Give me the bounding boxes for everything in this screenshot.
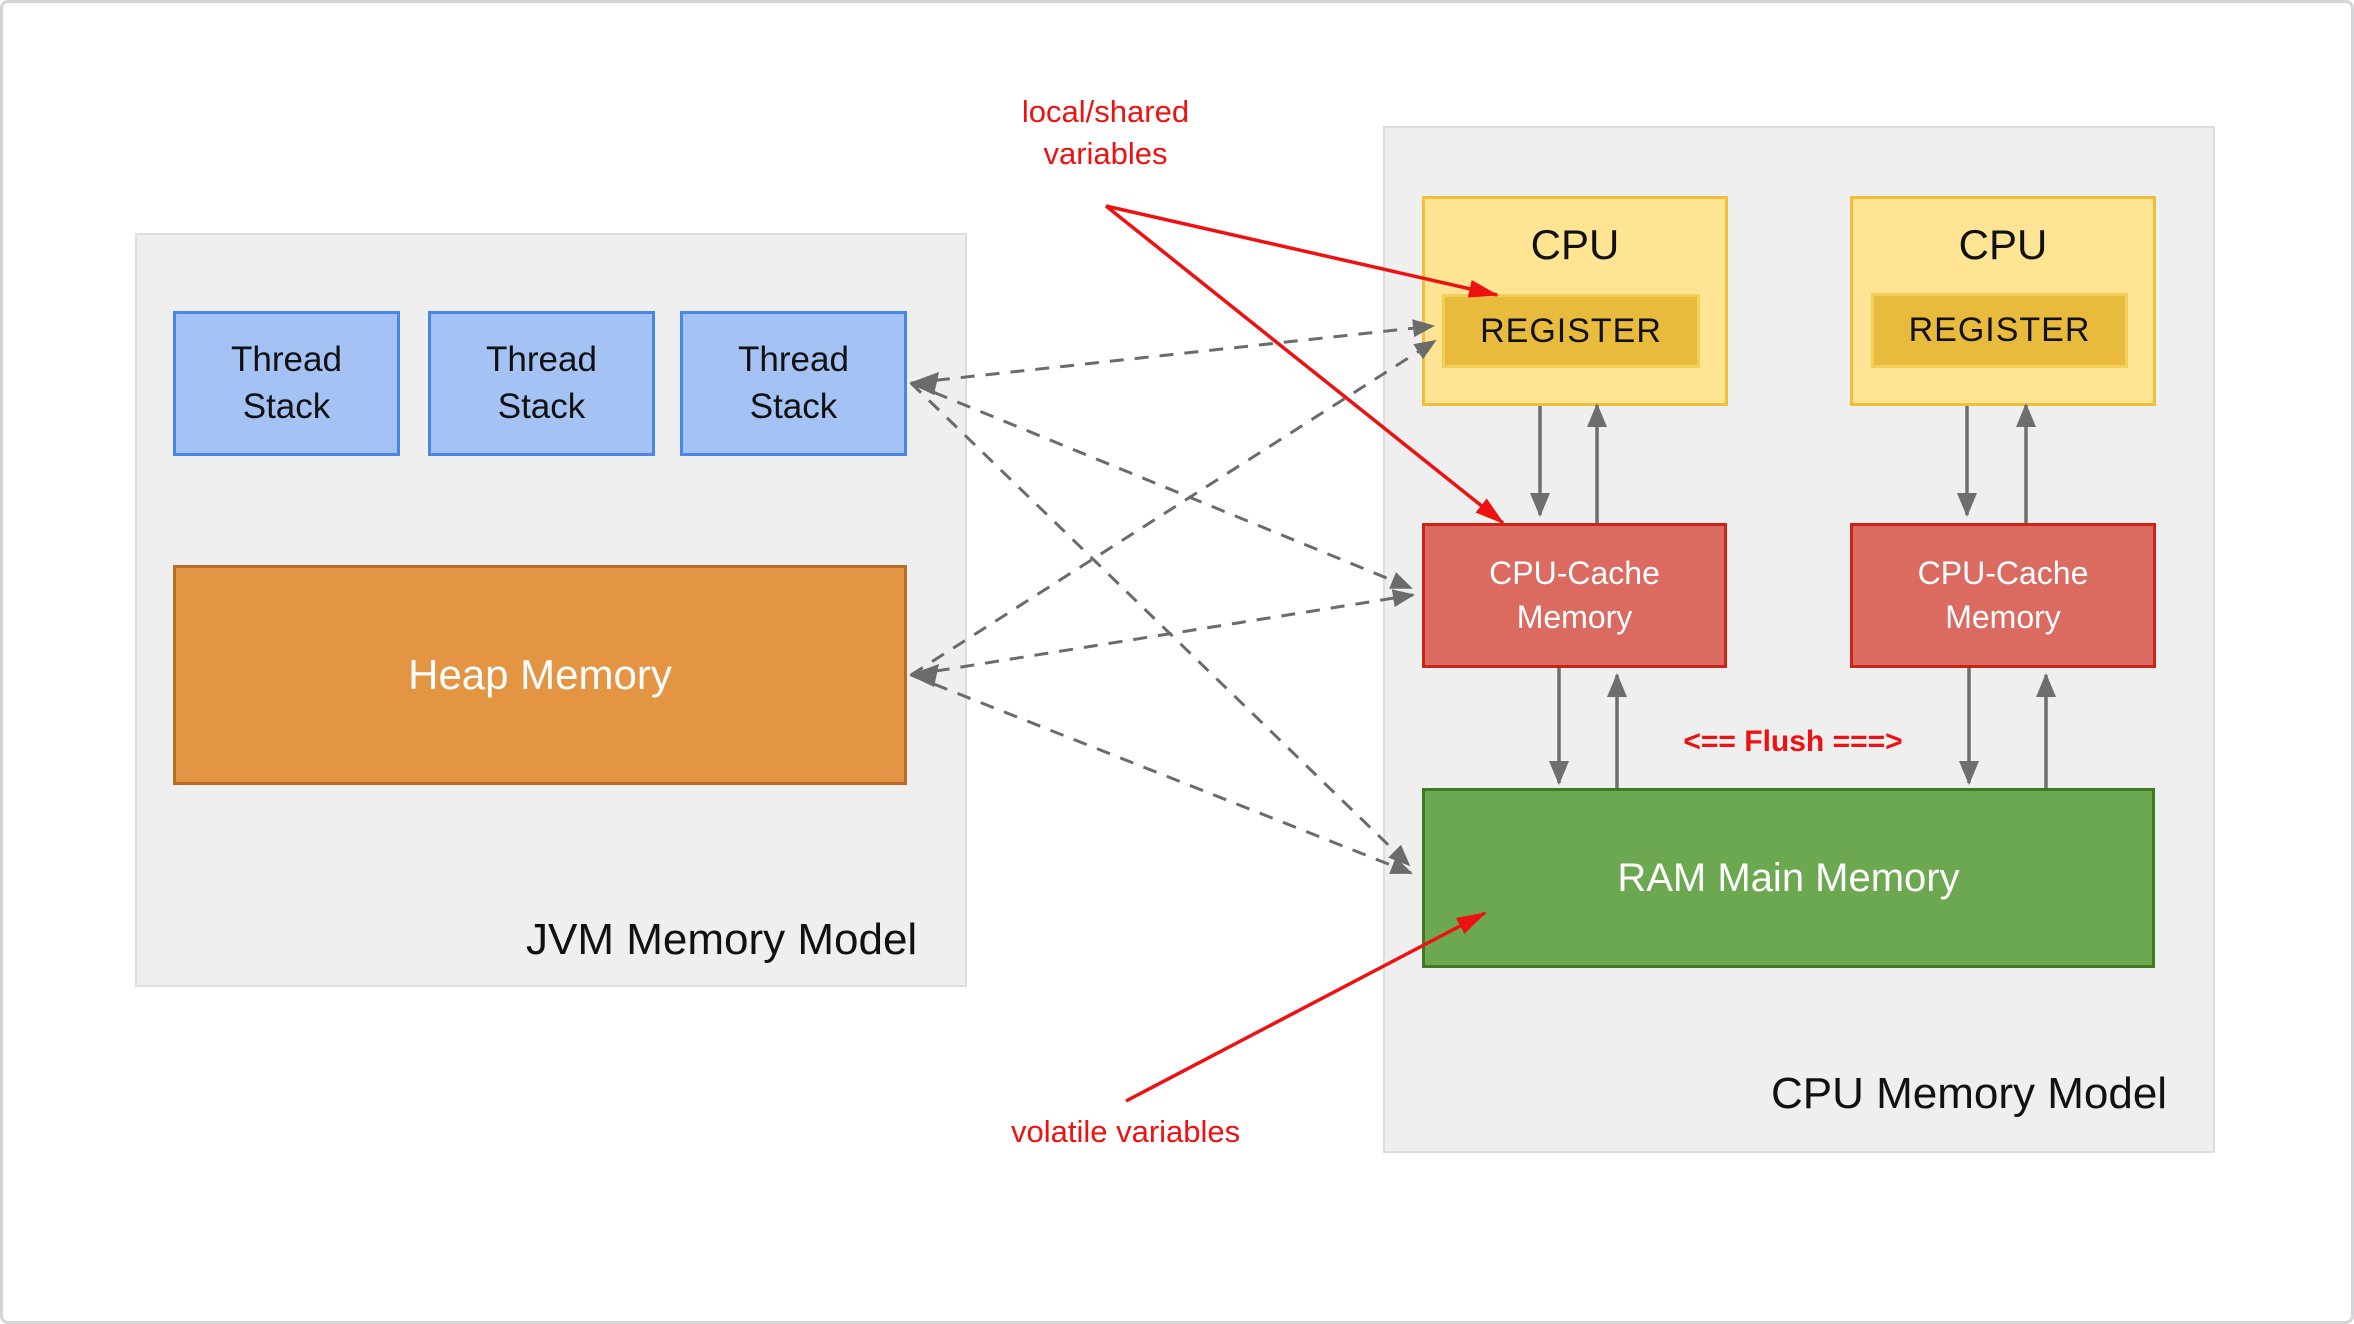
thread-stack-box-3: Thread Stack	[680, 311, 907, 456]
flush-label: <== Flush ===>	[1683, 725, 1903, 758]
thread-stack-box-2: Thread Stack	[428, 311, 655, 456]
volatile-variables-label: volatile variables	[1011, 1114, 1241, 1149]
jvm-memory-model-label: JVM Memory Model	[526, 915, 918, 964]
register-box-1: REGISTER	[1442, 294, 1700, 368]
thread-stack-box-1: Thread Stack	[173, 311, 400, 456]
cpu-memory-model-label: CPU Memory Model	[1771, 1069, 2168, 1118]
cpu-cache-box-1: CPU-Cache Memory	[1422, 523, 1727, 668]
heap-memory-box: Heap Memory	[173, 565, 907, 785]
register-box-2: REGISTER	[1871, 293, 2128, 368]
cpu-cache-box-2: CPU-Cache Memory	[1850, 523, 2156, 668]
dashed-arrows-heap	[909, 339, 1437, 875]
dashed-arrows-thread-stack	[909, 319, 1435, 867]
local-shared-variables-label: local/shared variables	[1021, 94, 1190, 171]
ram-main-memory-box: RAM Main Memory	[1422, 788, 2155, 968]
